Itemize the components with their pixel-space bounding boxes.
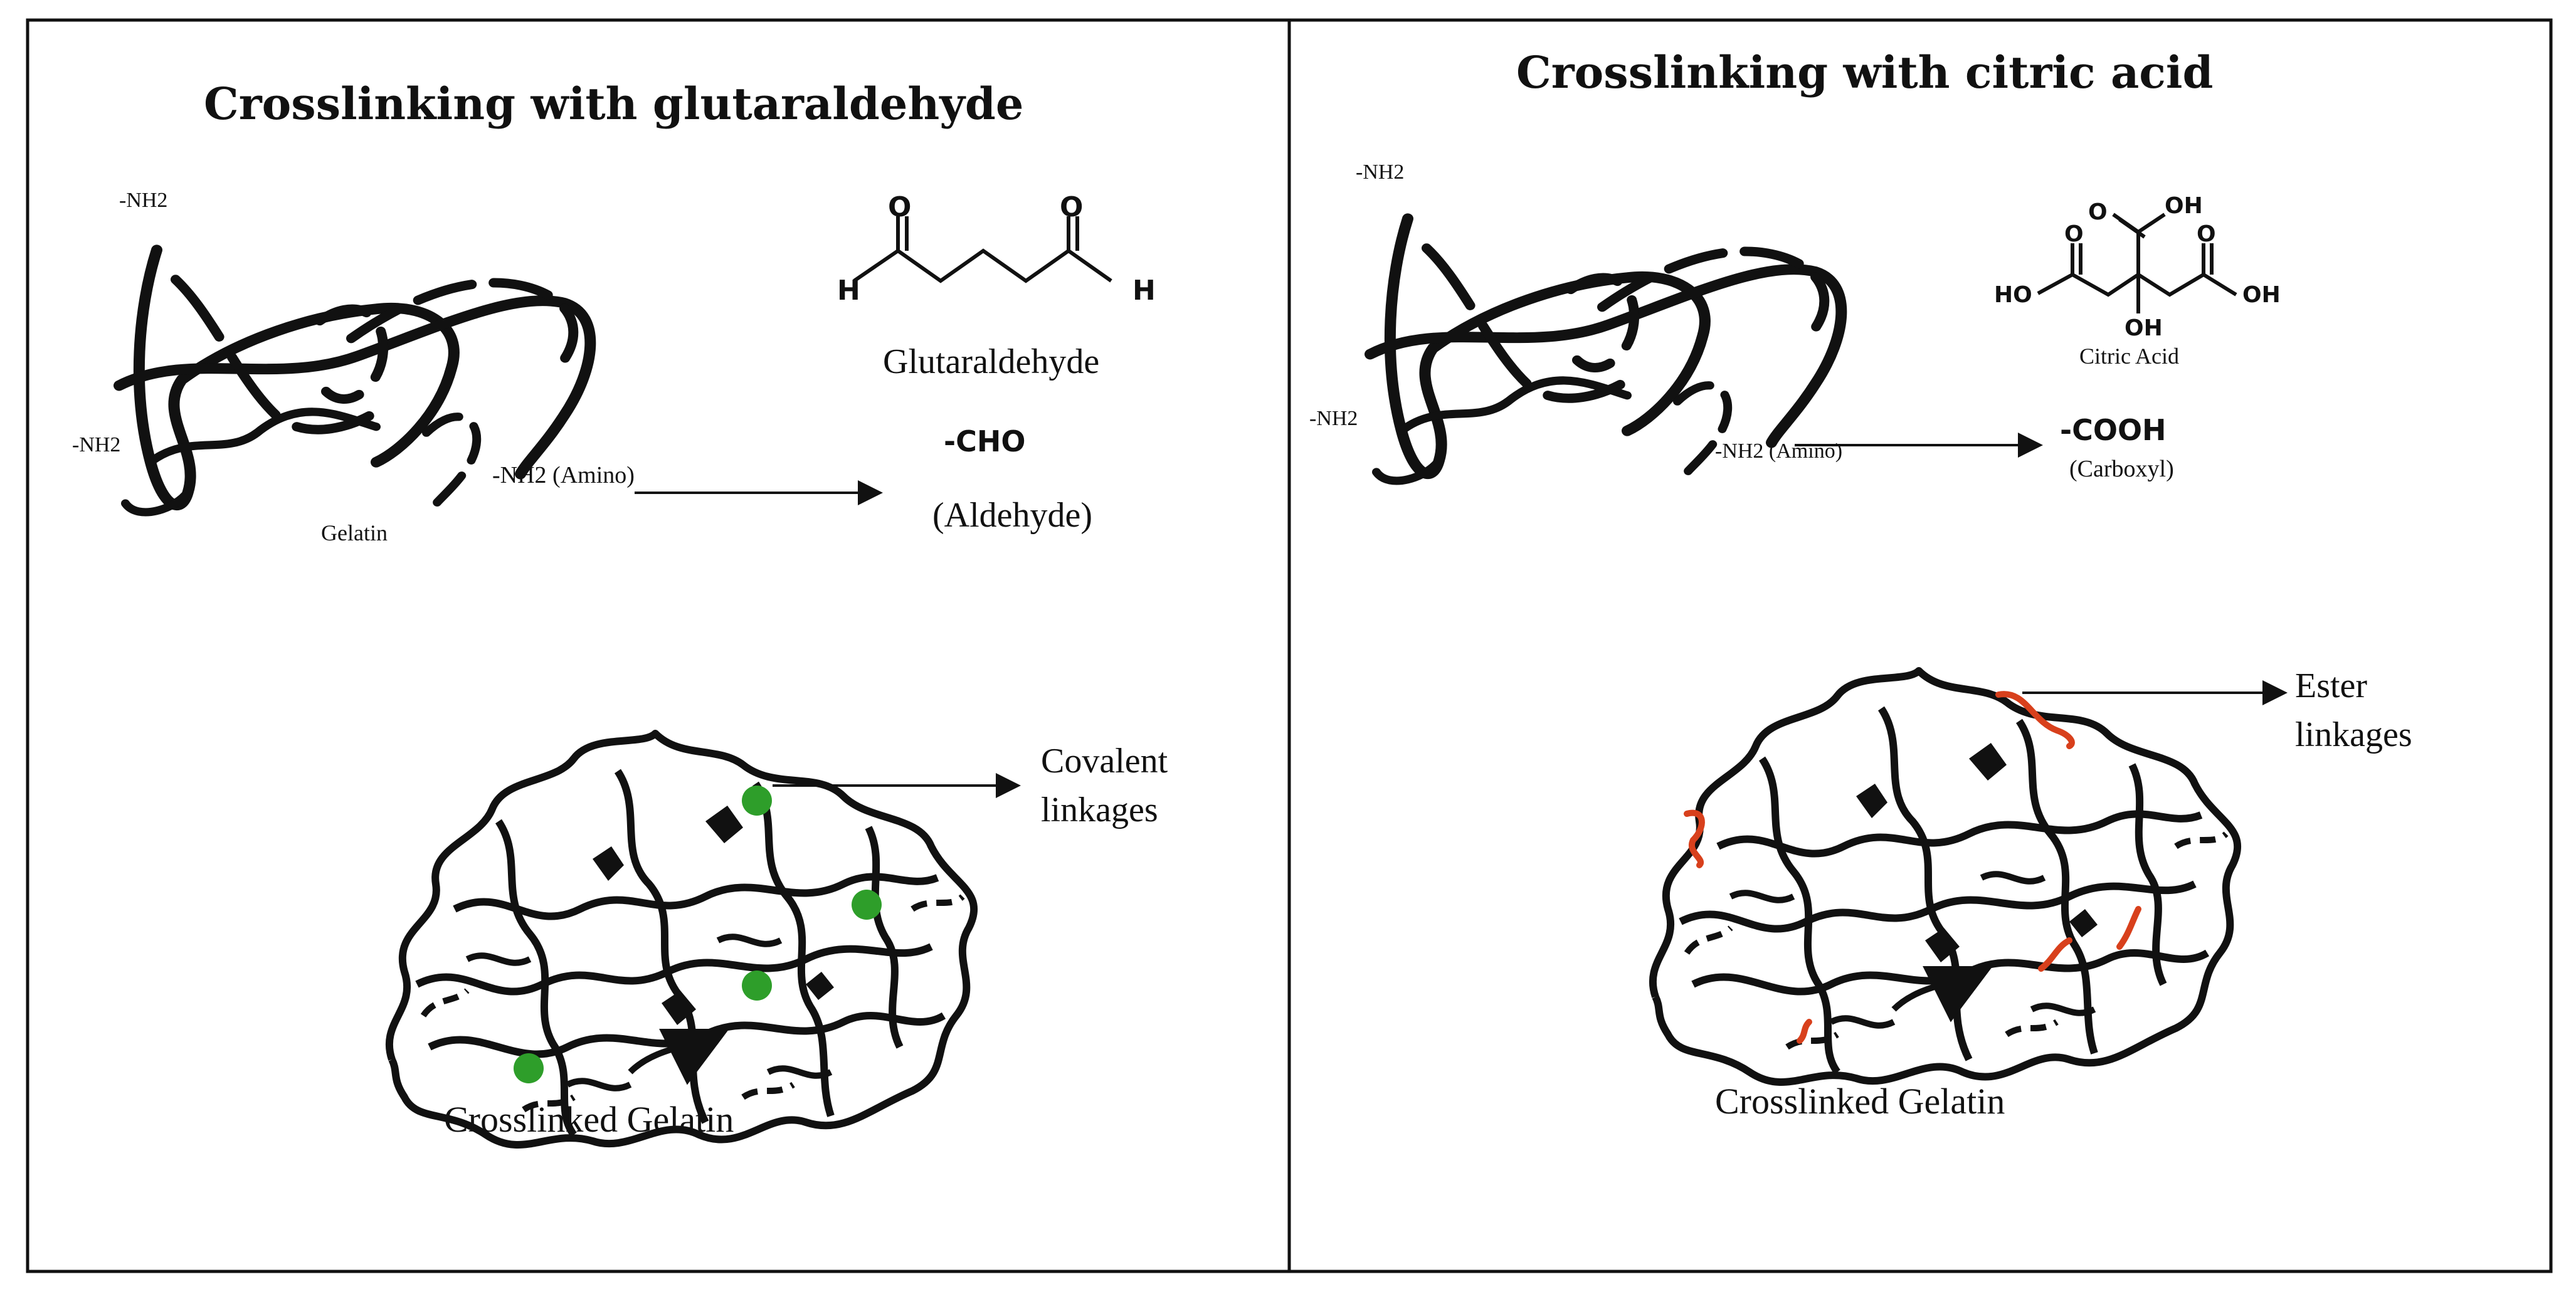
carboxyl-group: -COOH <box>2060 413 2167 447</box>
glutaraldehyde-name: Glutaraldehyde <box>883 342 1099 381</box>
aldehyde-group: -CHO <box>944 424 1025 458</box>
covalent-label-line1: Covalent <box>1041 742 1168 781</box>
right-amino-label: -NH2 (Amino) <box>1715 439 1842 463</box>
citric-atom-ho-left: HO <box>1994 282 2032 308</box>
aldehyde-group-name: (Aldehyde) <box>932 496 1092 535</box>
covalent-linkage-dots <box>514 786 882 1083</box>
left-amino-label: -NH2 (Amino) <box>492 462 635 488</box>
glutaraldehyde-atom-h1: H <box>837 275 860 307</box>
carboxyl-group-name: (Carboxyl) <box>2069 456 2174 482</box>
right-panel-title: Crosslinking with citric acid <box>1516 46 2213 98</box>
citric-acid-structure <box>2037 213 2237 313</box>
glutaraldehyde-atom-o1: O <box>888 191 911 223</box>
citric-atom-o-left: O <box>2064 221 2084 247</box>
left-gelatin-nh2-top: -NH2 <box>119 189 167 212</box>
ester-label-line2: linkages <box>2295 715 2412 754</box>
left-gelatin-nh2-left: -NH2 <box>72 433 120 456</box>
right-gelatin-nh2-top: -NH2 <box>1356 160 1404 184</box>
left-network-label: Crosslinked Gelatin <box>444 1099 734 1140</box>
citric-atom-oh-top: OH <box>2165 193 2203 219</box>
citric-atom-oh-right: OH <box>2242 282 2281 308</box>
right-gelatin-nh2-left: -NH2 <box>1309 407 1358 430</box>
left-gelatin-label: Gelatin <box>321 520 388 545</box>
left-crosslinked-network <box>389 734 974 1145</box>
ester-label-line1: Ester <box>2295 666 2367 705</box>
glutaraldehyde-structure <box>853 216 1112 283</box>
citric-atom-o-right: O <box>2197 221 2216 247</box>
covalent-label-line2: linkages <box>1041 791 1158 829</box>
left-panel-title: Crosslinking with glutaraldehyde <box>204 78 1023 130</box>
citric-atom-oh-mid: OH <box>2125 315 2163 341</box>
glutaraldehyde-atom-o2: O <box>1060 191 1083 223</box>
citric-atom-o-top: O <box>2088 199 2108 225</box>
right-crosslinked-network <box>1653 671 2237 1082</box>
citric-acid-name: Citric Acid <box>2079 344 2179 369</box>
ester-linkage-segments <box>1684 691 2141 1044</box>
glutaraldehyde-atom-h2: H <box>1132 275 1156 307</box>
right-network-label: Crosslinked Gelatin <box>1715 1081 2005 1122</box>
